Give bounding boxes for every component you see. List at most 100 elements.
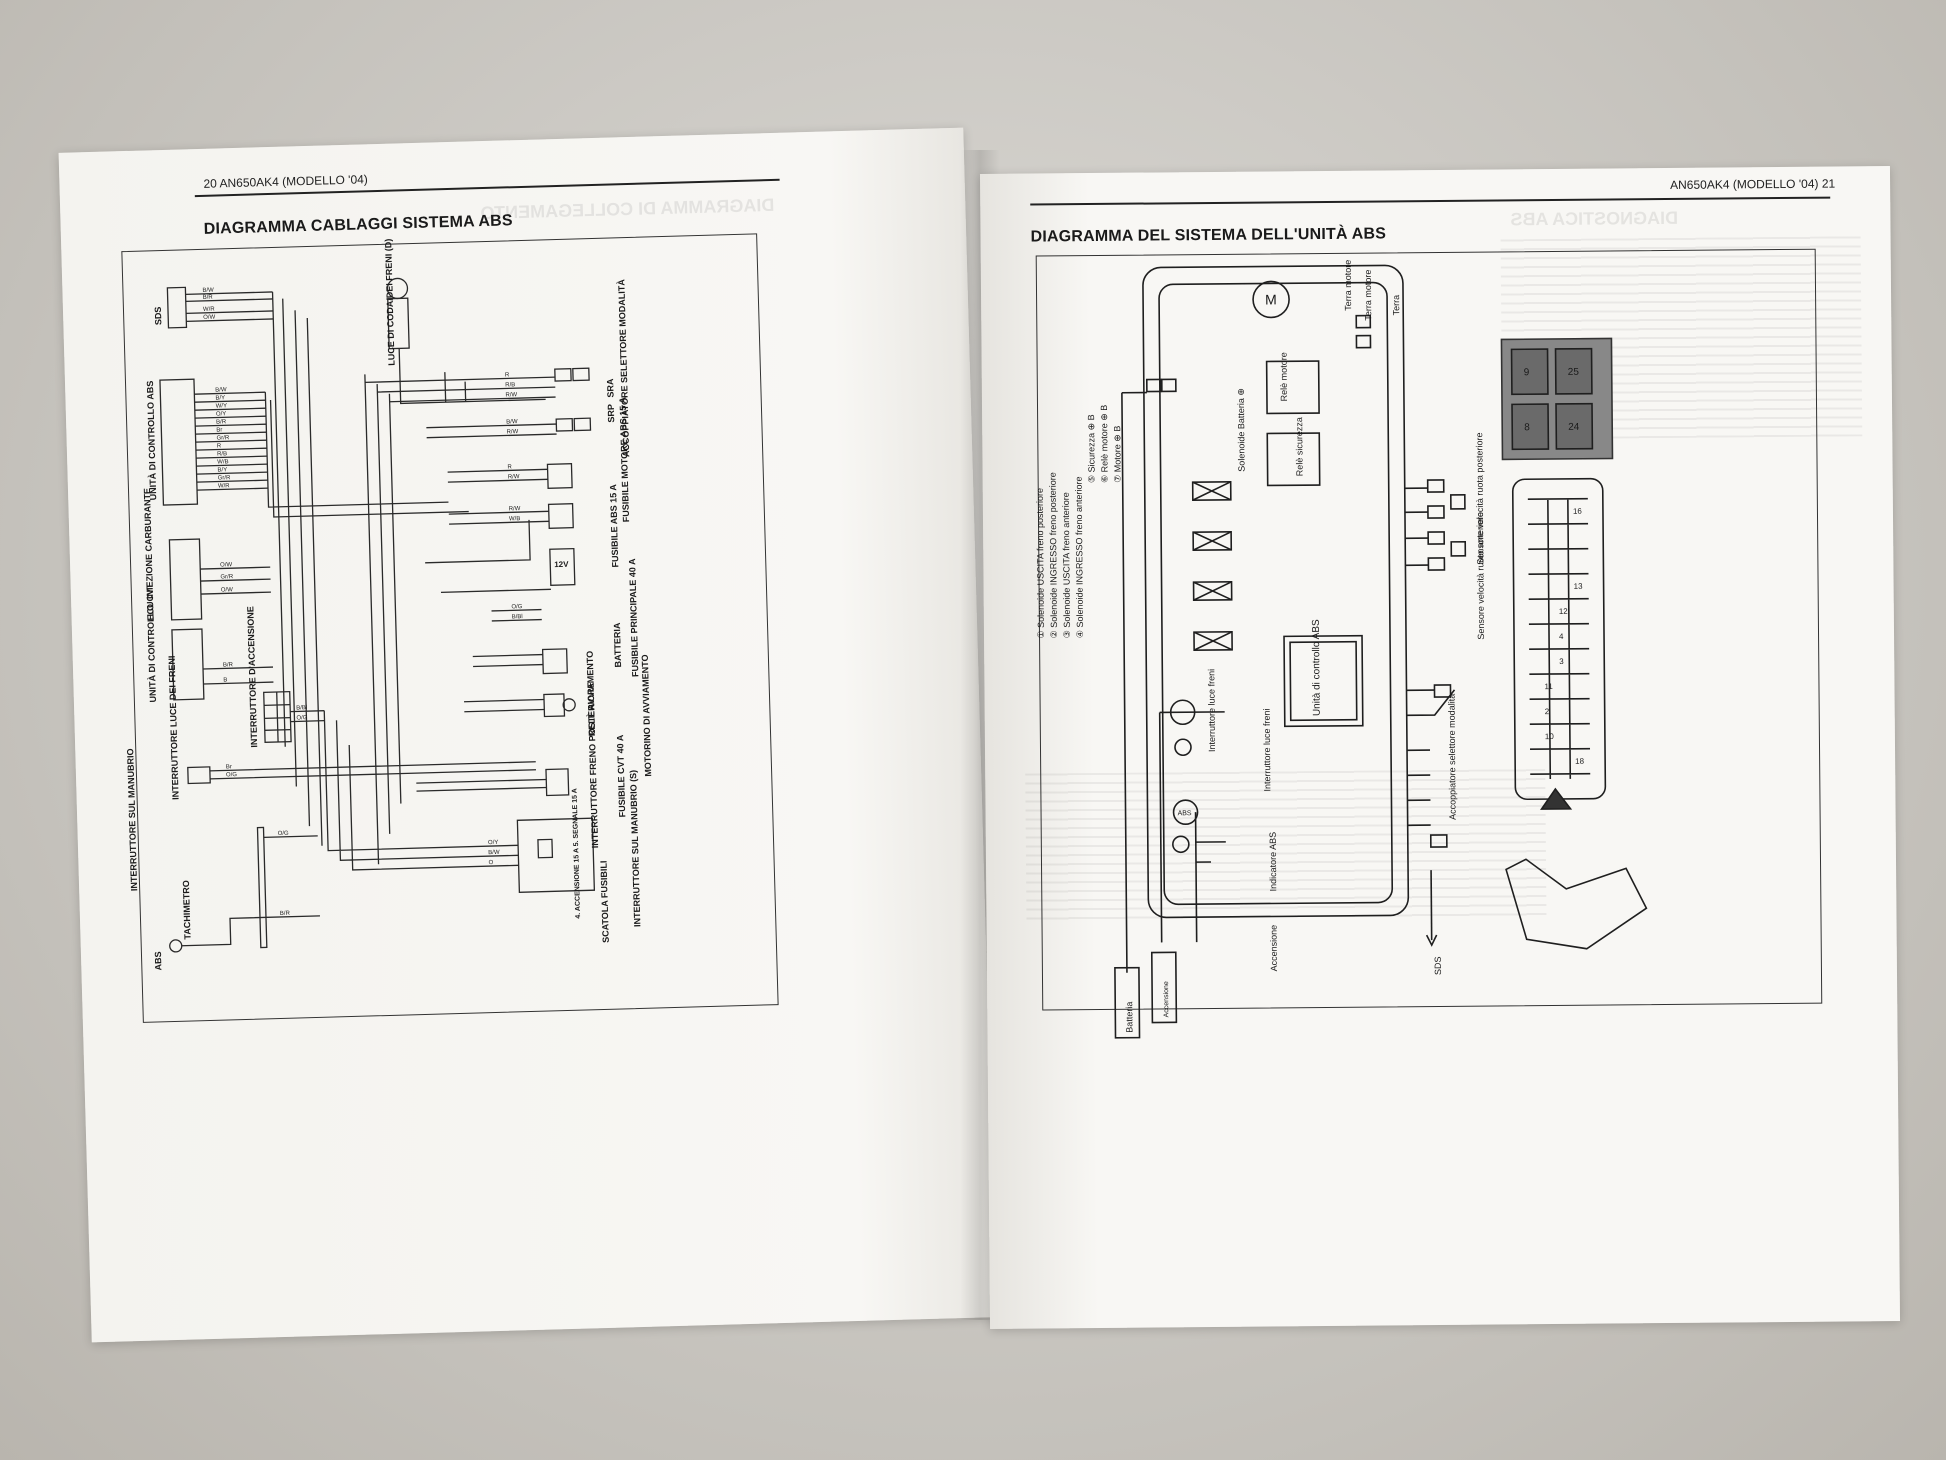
connector-pin-label: 8 bbox=[1524, 422, 1530, 433]
relay-motor-box bbox=[1265, 360, 1320, 415]
wire-code: R/B bbox=[217, 451, 227, 457]
wire-code: B/Y bbox=[217, 467, 227, 473]
wire-code: B/R bbox=[203, 295, 214, 301]
legend-item: ④ Solenoide INGRESSO freno anteriore bbox=[1074, 476, 1085, 638]
abs-lamp-label: ABS bbox=[1178, 810, 1192, 817]
label-fuse-main: FUSIBILE PRINCIPALE 40 A bbox=[627, 558, 640, 677]
coupler-label: Accoppiatore selettore modalità bbox=[1447, 694, 1458, 820]
wire-code: Br bbox=[216, 427, 222, 433]
wire-code: B bbox=[223, 677, 227, 683]
wire-code: O bbox=[488, 860, 493, 866]
wire-code: B/W bbox=[506, 419, 518, 425]
battery-label: Batteria bbox=[1124, 1002, 1134, 1033]
connector-pin-label: 25 bbox=[1568, 367, 1580, 378]
connector-small-pin: 3 bbox=[1559, 657, 1564, 666]
wire-code: R/W bbox=[508, 474, 520, 480]
connector-small-pin: 10 bbox=[1545, 732, 1555, 741]
label-sra: SRA bbox=[605, 378, 616, 398]
label-handlebar: INTERRUTTORE SUL MANUBRIO bbox=[125, 748, 139, 891]
wire-code: B/Bl bbox=[512, 614, 523, 620]
abs-unit-box bbox=[159, 378, 199, 506]
control-unit-label: Unità di controllo ABS bbox=[1311, 619, 1323, 716]
wire-code: O/Y bbox=[488, 840, 499, 846]
wire-code: W/B bbox=[509, 516, 521, 522]
solenoid-4 bbox=[1191, 481, 1232, 501]
wire-code: W/R bbox=[203, 307, 215, 313]
wire-code: R bbox=[505, 372, 510, 378]
wire-code: R bbox=[507, 464, 512, 470]
wire-code: Gr/R bbox=[217, 435, 230, 441]
label-abs-unit: UNITÀ DI CONTROLLO ABS bbox=[145, 381, 158, 501]
brake-switch-box bbox=[187, 766, 211, 785]
label-tail-light: LUCE DI CODA/DEI FRENI (D) bbox=[383, 239, 397, 366]
brake-switch-label: Interruttore luce freni bbox=[1206, 669, 1217, 752]
label-srp: SRP bbox=[606, 404, 617, 423]
legend-item: ② Solenoide INGRESSO freno posteriore bbox=[1048, 472, 1059, 638]
wire-code: Gr/R bbox=[220, 574, 233, 580]
wire-code: Gr/R bbox=[218, 475, 231, 481]
brake-switch-label-2: Interruttore luce freni bbox=[1262, 708, 1273, 791]
connector-small-pin: 4 bbox=[1559, 632, 1564, 641]
legend-item: ① Solenoide USCITA freno posteriore bbox=[1035, 488, 1046, 639]
wire-code-labels: B/WB/RW/RO/WB/WB/YW/YO/YB/RBrGr/RRR/BW/B… bbox=[202, 288, 523, 917]
solenoid-1 bbox=[1193, 631, 1233, 651]
sensor-front-label: Sensore velocità ruota anteriore bbox=[1475, 512, 1486, 640]
ignition-box bbox=[1150, 951, 1178, 1024]
tacho-bar bbox=[256, 826, 268, 949]
label-brake-light: INTERRUTTORE LUCE DEI FRENI bbox=[167, 655, 181, 800]
motor-label: M bbox=[1265, 291, 1277, 307]
wire-code: O/Y bbox=[216, 411, 227, 417]
label-sds: SDS bbox=[153, 306, 164, 325]
wire-code: W/Y bbox=[216, 403, 228, 409]
wire-code: W/B bbox=[217, 459, 229, 465]
ignition-label: Accensione bbox=[1269, 925, 1279, 972]
relay-safety-label: Relè sicurezza bbox=[1294, 417, 1305, 476]
wire-code: R/B bbox=[505, 382, 515, 388]
fuse-box-rect bbox=[516, 817, 596, 893]
wire-code: B/Bl bbox=[296, 705, 307, 711]
wire-code: B/W bbox=[215, 387, 227, 393]
wire-code: O/G bbox=[511, 604, 522, 610]
abs-unit-outline bbox=[1142, 264, 1410, 919]
ground-label: Terra bbox=[1391, 295, 1401, 316]
connector-small-pin: 13 bbox=[1574, 582, 1584, 591]
connector-small-pin: 2 bbox=[1545, 707, 1550, 716]
label-fuse-abs: FUSIBILE ABS 15 A bbox=[608, 484, 620, 568]
wire-code: B/R bbox=[280, 911, 291, 917]
label-fuse-items: 4. ACCENSIONE 15 A 5. SEGNALE 15 A bbox=[572, 788, 583, 919]
relay-safety-box bbox=[1266, 432, 1321, 487]
abs-indicator-lamp bbox=[1172, 799, 1199, 826]
wire-code: W/R bbox=[218, 483, 230, 489]
connector-small-pin: 18 bbox=[1575, 757, 1585, 766]
wire-code: B/R bbox=[223, 662, 234, 668]
label-rear-brake: INTERRUTTORE FRENO POSTERIORE bbox=[586, 682, 601, 848]
connector-pin-label: 24 bbox=[1568, 422, 1580, 433]
connector-small-pin: 11 bbox=[1544, 682, 1553, 691]
abs-indicator-label: Indicatore ABS bbox=[1268, 832, 1279, 892]
wire-code: R/W bbox=[506, 429, 518, 435]
wire-code: B/W bbox=[202, 288, 214, 294]
solenoid-battery-label: Solenoide Batteria ⊕ bbox=[1236, 388, 1247, 472]
solenoid-3 bbox=[1192, 531, 1233, 551]
wire-code: Br bbox=[226, 764, 232, 770]
label-starter-relay: RELÈ AVVIAMENTO bbox=[585, 651, 597, 737]
label-abs: ABS bbox=[153, 951, 164, 970]
connector-small-pin: 16 bbox=[1573, 507, 1583, 516]
motor-circle bbox=[1252, 280, 1290, 319]
wire-code: O/W bbox=[203, 315, 215, 321]
sds-connector bbox=[166, 286, 188, 329]
wire-code: R bbox=[217, 443, 222, 449]
label-handlebar-s: INTERRUTTORE SUL MANUBRIO (S) bbox=[628, 770, 642, 927]
wire-code: O/W bbox=[220, 562, 232, 568]
wire-code: R/W bbox=[505, 392, 517, 398]
label-starter-motor: MOTORINO DI AVVIAMENTO bbox=[640, 654, 653, 776]
ecu-box bbox=[168, 538, 203, 621]
hand-illustration bbox=[1505, 858, 1648, 950]
left-page: DIAGRAMMA DI COLLEGAMENTO 20 AN650AK4 (M… bbox=[58, 127, 997, 1343]
legend-item: ⑤ Sicurezza ⊕ B bbox=[1086, 414, 1097, 483]
ground-motor-2: Terra motore bbox=[1363, 270, 1373, 321]
sds-label: SDS bbox=[1433, 956, 1443, 975]
label-battery: BATTERIA bbox=[612, 622, 623, 668]
